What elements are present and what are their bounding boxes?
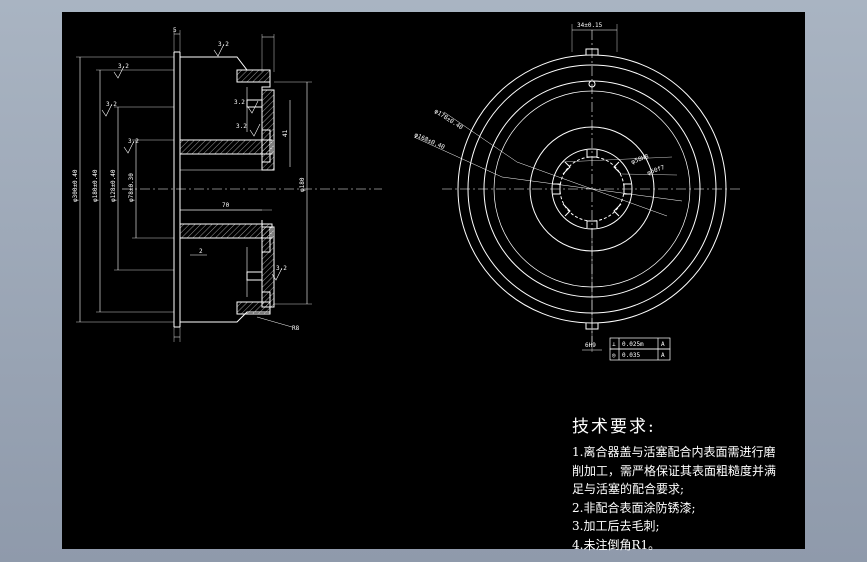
- dim-length-70: 70: [222, 202, 230, 209]
- drawing-sheet: φ300±0.40 φ180±0.40 φ128±0.40 φ78±0.30 φ…: [62, 12, 805, 552]
- notes-line: 4.未注倒角R1。: [572, 537, 661, 552]
- notes-line: 1.离合器盖与活塞配合内表面需进行磨: [572, 445, 776, 459]
- notes-line: 足与活塞的配合要求;: [572, 482, 685, 496]
- tol-datum-1: A: [661, 341, 665, 348]
- tol-symbol-concentric: ◎: [612, 352, 616, 359]
- roughness-1: 3.2: [118, 63, 129, 70]
- dim-width-5: 5: [173, 27, 177, 34]
- dim-diameter-180: φ180±0.40: [92, 169, 99, 202]
- roughness-2: 3.2: [218, 41, 229, 48]
- notes-line: 3.加工后去毛刺;: [572, 519, 660, 533]
- dim-diameter-128: φ128±0.40: [110, 169, 117, 202]
- tol-value-2: 0.035: [622, 352, 640, 359]
- tol-datum-2: A: [661, 352, 665, 359]
- dim-hole-58: φ58H8: [630, 153, 650, 166]
- notes-line: 削加工，需严格保证其表面粗糙度并满: [572, 463, 777, 478]
- dim-outer-diameter: φ300±0.40: [72, 169, 79, 202]
- roughness-5: 3.2: [234, 99, 245, 106]
- tol-symbol-perpendicular: ⊥: [612, 341, 616, 348]
- dim-radius-8: R8: [292, 325, 300, 332]
- roughness-6: 3.2: [236, 123, 247, 130]
- side-section-view: [76, 30, 382, 342]
- dim-front-diameter-168: φ168±0.40: [413, 131, 446, 151]
- dim-keyway-width: 34±0.15: [577, 22, 603, 29]
- dim-front-diameter-178: φ178±0.40: [433, 108, 464, 132]
- roughness-3: 3.2: [106, 101, 117, 108]
- roughness-4: 3.2: [128, 138, 139, 145]
- dim-gap-2: 2: [199, 248, 203, 255]
- dim-right-diameter: φ180: [299, 177, 306, 192]
- dim-keyway-depth: 6H9: [585, 342, 596, 349]
- dim-length-41: 41: [282, 129, 289, 137]
- front-view: [413, 24, 742, 361]
- notes-line: 2.非配合表面涂防锈漆;: [572, 500, 696, 515]
- roughness-7: 3.2: [276, 265, 287, 272]
- technical-requirements: 技术要求: 1.离合器盖与活塞配合内表面需进行磨 削加工，需严格保证其表面粗糙度…: [572, 412, 797, 554]
- dim-diameter-78: φ78±0.30: [128, 173, 135, 202]
- cad-drawing: φ300±0.40 φ180±0.40 φ128±0.40 φ78±0.30 φ…: [72, 22, 742, 361]
- notes-heading: 技术要求:: [572, 417, 656, 437]
- tol-value-1: 0.025m: [622, 341, 644, 348]
